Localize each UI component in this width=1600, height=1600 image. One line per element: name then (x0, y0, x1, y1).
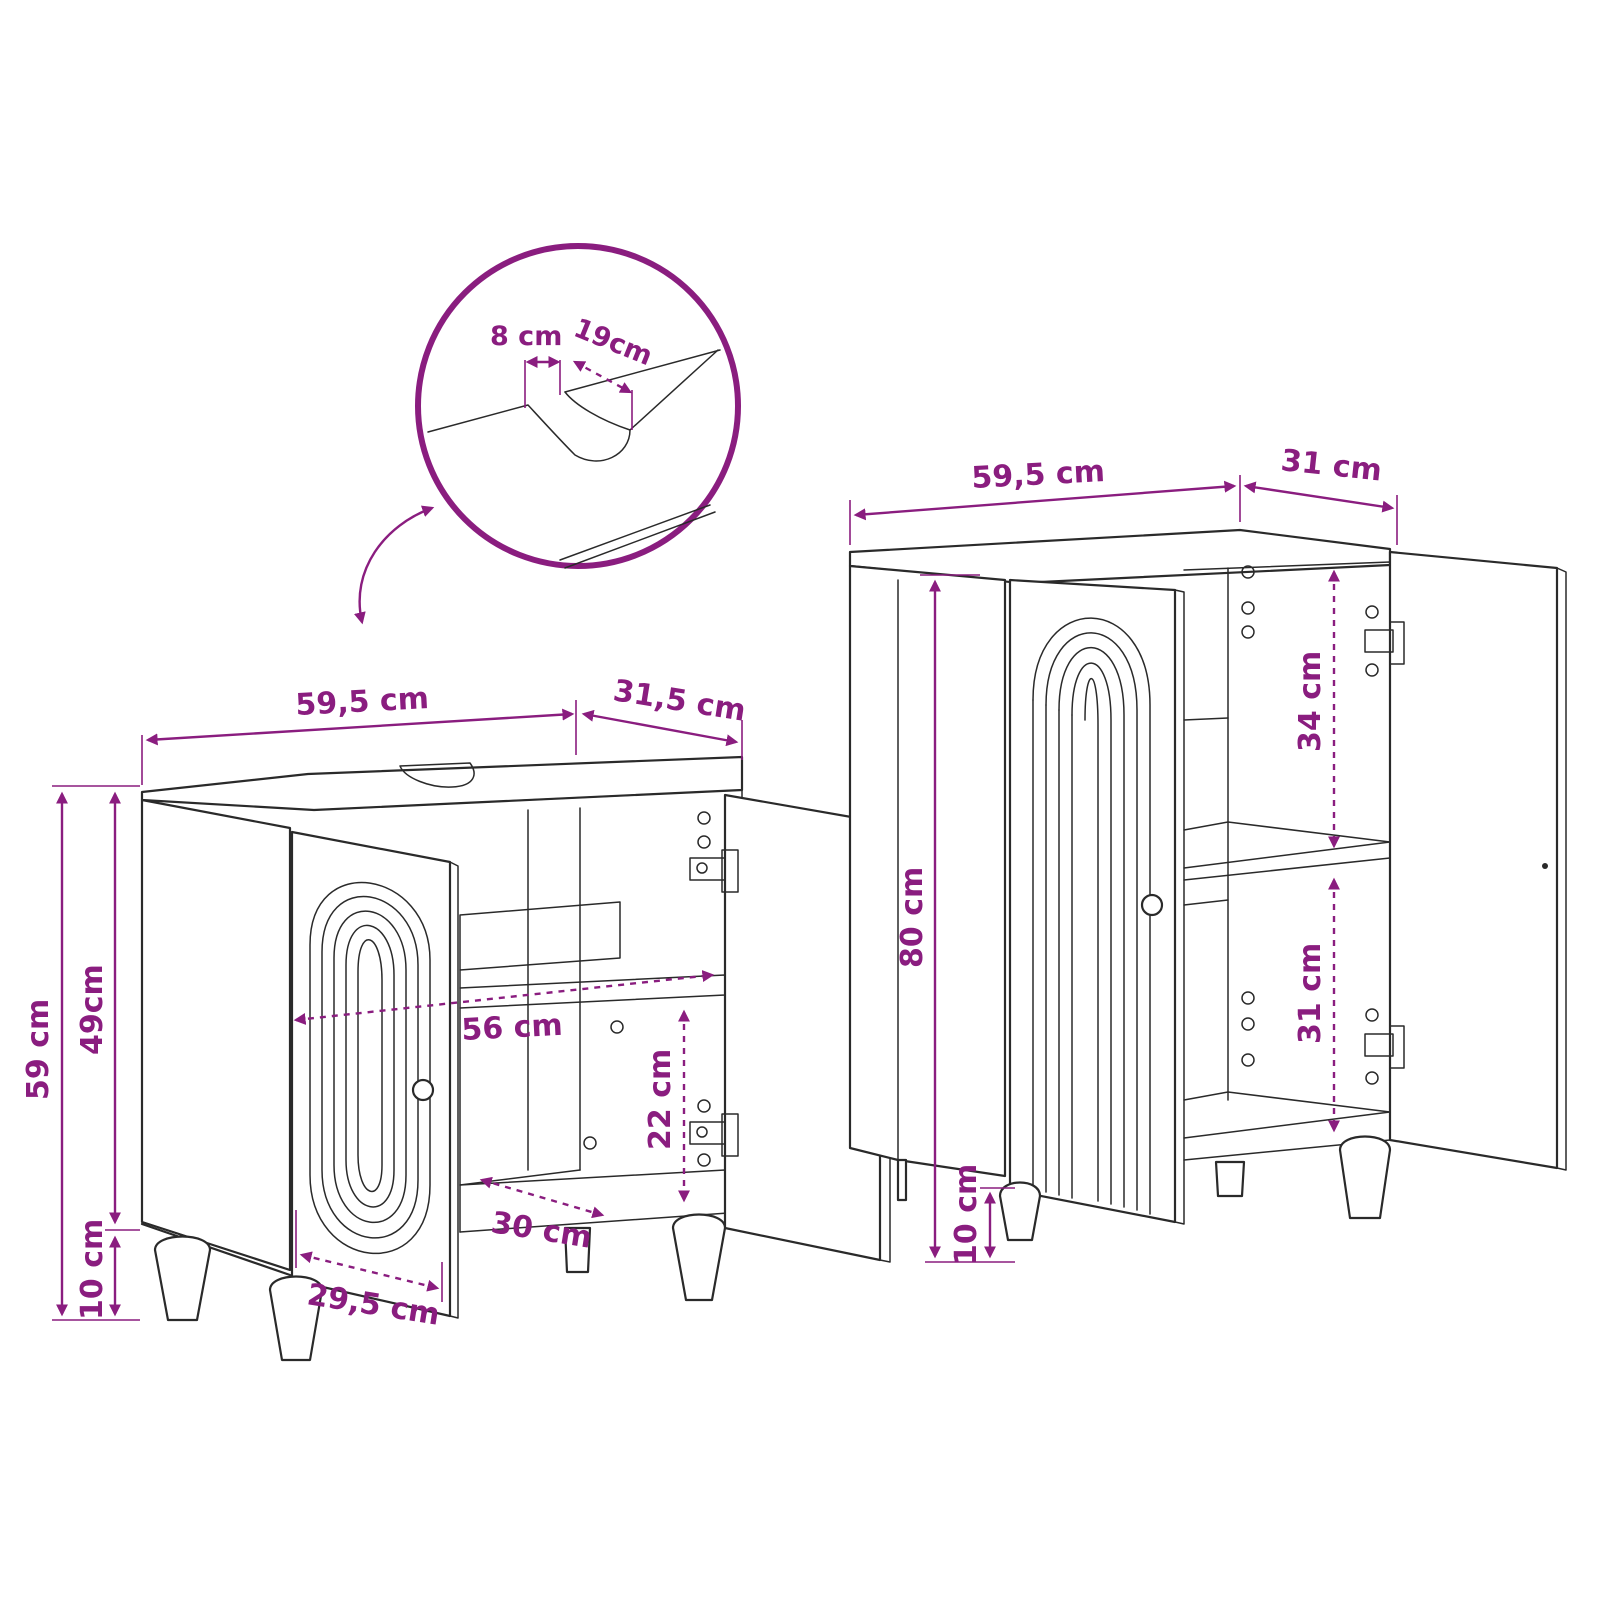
tall-cabinet-interior (1183, 561, 1391, 1161)
tall-cabinet-dimensions: 59,5 cm 31 cm 80 cm 10 cm 34 cm 31 cm (849, 443, 1398, 1265)
tall-cabinet-width-label: 59,5 cm (971, 454, 1106, 496)
detail-circle (415, 243, 741, 569)
vanity-depth-label: 31,5 cm (611, 673, 748, 728)
tall-cabinet-leg-height-label: 10 cm (949, 1164, 984, 1265)
vanity-total-height-label: 59 cm (21, 999, 56, 1100)
vanity-depth-arrow (581, 709, 739, 747)
tall-cabinet-depth-arrow (1243, 481, 1395, 513)
vanity-shelf-clearance-label: 22 cm (643, 1049, 678, 1150)
tall-cabinet-legs (896, 1135, 1392, 1242)
cutout-width-label: 8 cm (490, 321, 562, 352)
vanity-inner-depth-arrow (479, 1176, 605, 1219)
tall-cabinet-total-height-label: 80 cm (895, 867, 930, 968)
tall-cabinet-width-arrow (853, 480, 1237, 521)
tall-cabinet-left-knob (1140, 893, 1164, 917)
vanity-cabinet (140, 755, 891, 1362)
tall-cabinet-lower-label: 31 cm (1293, 943, 1328, 1044)
detail-pointer-arrow (354, 505, 435, 625)
vanity-left-knob (411, 1078, 435, 1102)
vanity-width-label: 59,5 cm (295, 681, 430, 723)
tall-cabinet-depth-label: 31 cm (1279, 443, 1383, 488)
vanity-inner-depth-label: 30 cm (489, 1205, 594, 1255)
vanity-inner-width-arrow (293, 970, 715, 1025)
tall-cabinet-side-panel (848, 564, 1007, 1178)
tall-cabinet-hinges (1364, 605, 1405, 1085)
tall-cabinet-right-door (1388, 550, 1567, 1171)
sink-cutout (399, 762, 475, 788)
tall-cabinet-upper-label: 34 cm (1293, 651, 1328, 752)
vanity-left-door (290, 830, 459, 1319)
cutout-detail-view: 8 cm 19cm (415, 243, 741, 569)
vanity-legs (153, 1213, 727, 1362)
cutout-depth-arrow (572, 360, 633, 394)
vanity-width-arrow (145, 708, 575, 746)
vanity-side-panel (140, 798, 292, 1272)
vanity-hinges (689, 811, 739, 1167)
vanity-inner-width-label: 56 cm (461, 1008, 564, 1048)
tall-cabinet (848, 528, 1567, 1242)
vanity-leg-height-label: 10 cm (75, 1219, 110, 1320)
vanity-body-height-label: 49cm (75, 964, 110, 1055)
tall-cabinet-left-door (1008, 578, 1185, 1225)
